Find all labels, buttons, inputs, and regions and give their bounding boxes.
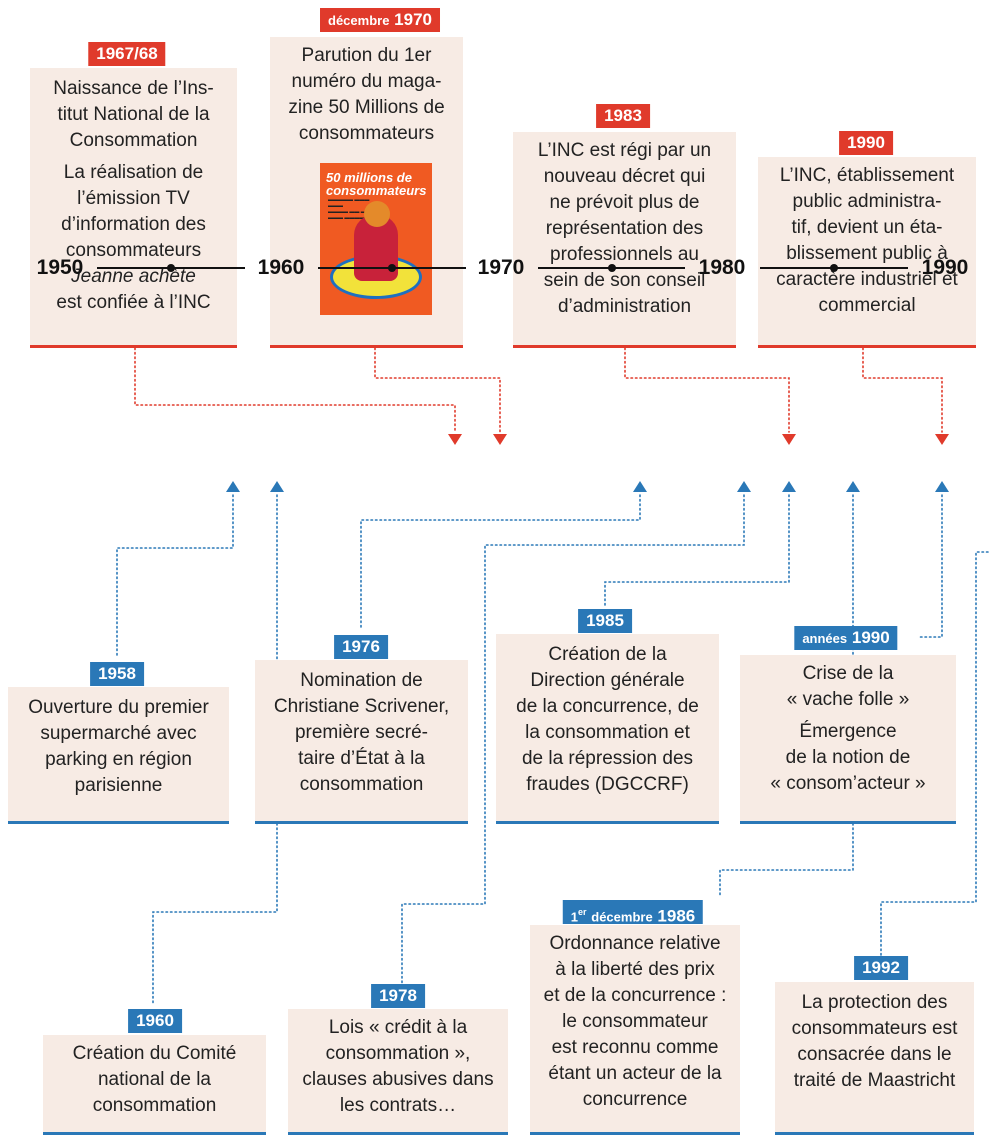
tag-1960: 1960 <box>128 1009 182 1033</box>
connector-1992 <box>880 551 989 961</box>
arrow-down-1967 <box>448 434 462 445</box>
arrow-up-1990s <box>935 481 949 492</box>
connector-1990s <box>917 494 943 638</box>
tag-1985: 1985 <box>578 609 632 633</box>
arrow-up-1986 <box>846 481 860 492</box>
tag-1967-68: 1967/68 <box>88 42 166 66</box>
arrow-down-1970 <box>493 434 507 445</box>
axis-label-1950: 1950 <box>36 256 84 279</box>
axis-label-1970: 1970 <box>477 256 525 279</box>
connector-1967 <box>134 347 456 433</box>
tag-december-1970: décembre 1970 <box>320 8 440 32</box>
connector-1970-dec <box>374 347 501 433</box>
connector-1958 <box>116 494 234 659</box>
axis-midpoint-1985 <box>830 264 838 272</box>
tag-1978: 1978 <box>371 984 425 1008</box>
tag-1976: 1976 <box>334 635 388 659</box>
tag-1983: 1983 <box>596 104 650 128</box>
axis-label-1990: 1990 <box>921 256 969 279</box>
tag-annees-1990: années 1990 <box>794 626 898 650</box>
connector-1990 <box>862 347 943 433</box>
connector-1986 <box>719 494 854 897</box>
arrow-down-1983 <box>782 434 796 445</box>
connector-1985 <box>604 494 790 607</box>
axis-label-1980: 1980 <box>698 256 746 279</box>
magazine-cover-image: 50 millions de consommateurs ▬▬▬▬▬ ▬▬▬ ▬… <box>320 163 432 315</box>
axis-midpoint-1965 <box>388 264 396 272</box>
connector-1978 <box>401 494 745 985</box>
arrow-up-1960 <box>270 481 284 492</box>
axis-midpoint-1955 <box>167 264 175 272</box>
arrow-up-1976 <box>633 481 647 492</box>
axis-label-1960: 1960 <box>257 256 305 279</box>
arrow-up-1958 <box>226 481 240 492</box>
tag-1990: 1990 <box>839 131 893 155</box>
tag-1992: 1992 <box>854 956 908 980</box>
arrow-down-1990 <box>935 434 949 445</box>
tag-1958: 1958 <box>90 662 144 686</box>
connector-1983 <box>624 347 790 433</box>
tag-1er-decembre-1986: 1er décembre 1986 <box>562 900 704 926</box>
arrow-up-1978 <box>737 481 751 492</box>
arrow-up-1985 <box>782 481 796 492</box>
axis-midpoint-1975 <box>608 264 616 272</box>
